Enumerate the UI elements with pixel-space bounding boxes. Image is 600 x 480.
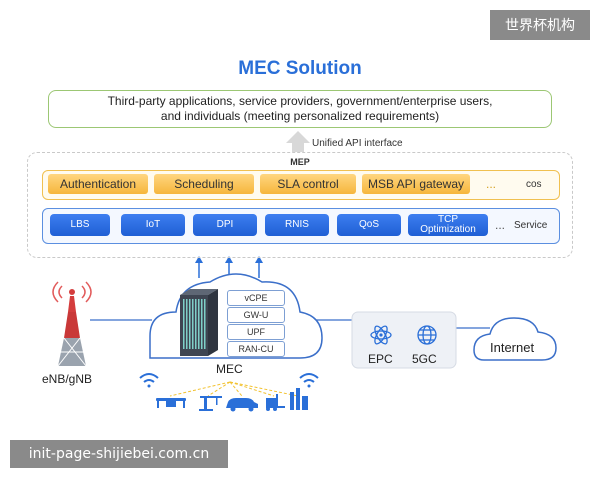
- diagram-title: MEC Solution: [238, 58, 362, 79]
- api-interface-label: Unified API interface: [312, 138, 403, 149]
- mec-function-vcpe: vCPE: [227, 290, 285, 306]
- mec-label: MEC: [216, 362, 243, 376]
- wifi-icon-left: [139, 373, 159, 388]
- atom-icon: [370, 325, 392, 345]
- service-item-rnis: RNIS: [265, 214, 329, 236]
- tcp-line-1: TCP: [438, 214, 458, 225]
- service-item-qos: QoS: [337, 214, 401, 236]
- internet-cloud: [473, 317, 557, 361]
- cos-ellipsis: ...: [486, 177, 497, 191]
- fivegc-label: 5GC: [412, 352, 437, 366]
- server-rack-icon: [180, 289, 218, 356]
- service-item-iot: IoT: [121, 214, 185, 236]
- applications-box: Third-party applications, service provid…: [48, 90, 552, 128]
- cos-item-sla-control: SLA control: [260, 174, 356, 194]
- mep-container: [27, 152, 573, 258]
- internet-label: Internet: [490, 340, 535, 355]
- watermark-top: 世界杯机构: [490, 10, 590, 40]
- cos-item-msb-api-gateway: MSB API gateway: [362, 174, 470, 194]
- cos-item-scheduling: Scheduling: [154, 174, 254, 194]
- applications-line-1: Third-party applications, service provid…: [107, 94, 493, 108]
- mec-function-gw-u: GW-U: [227, 307, 285, 323]
- base-station-label: eNB/gNB: [42, 372, 93, 386]
- service-ellipsis: ...: [495, 218, 506, 232]
- base-station-tower-icon: [52, 281, 92, 367]
- forklift-icon: [266, 394, 285, 411]
- cos-item-authentication: Authentication: [48, 174, 148, 194]
- tcp-line-2: Optimization: [420, 224, 476, 235]
- service-label: Service: [514, 220, 548, 231]
- cos-label: cos: [526, 179, 542, 190]
- service-item-lbs: LBS: [50, 214, 110, 236]
- car-icon: [226, 398, 258, 412]
- watermark-bottom: init-page-shijiebei.com.cn: [10, 440, 228, 468]
- crane-icon: [199, 396, 222, 411]
- service-item-tcp-optimization: TCP Optimization: [408, 214, 488, 236]
- epc-label: EPC: [368, 352, 393, 366]
- drone-icon: [156, 398, 186, 408]
- mec-function-ran-cu: RAN-CU: [227, 341, 285, 357]
- api-arrow: [286, 131, 310, 152]
- service-item-dpi: DPI: [193, 214, 257, 236]
- device-links: [169, 381, 299, 397]
- globe-icon: [417, 325, 437, 345]
- wifi-icon-right: [299, 373, 319, 388]
- mec-function-upf: UPF: [227, 324, 285, 340]
- mep-label: MEP: [290, 157, 310, 167]
- applications-line-2: and individuals (meeting personalized re…: [160, 109, 440, 123]
- factory-icon: [290, 388, 308, 410]
